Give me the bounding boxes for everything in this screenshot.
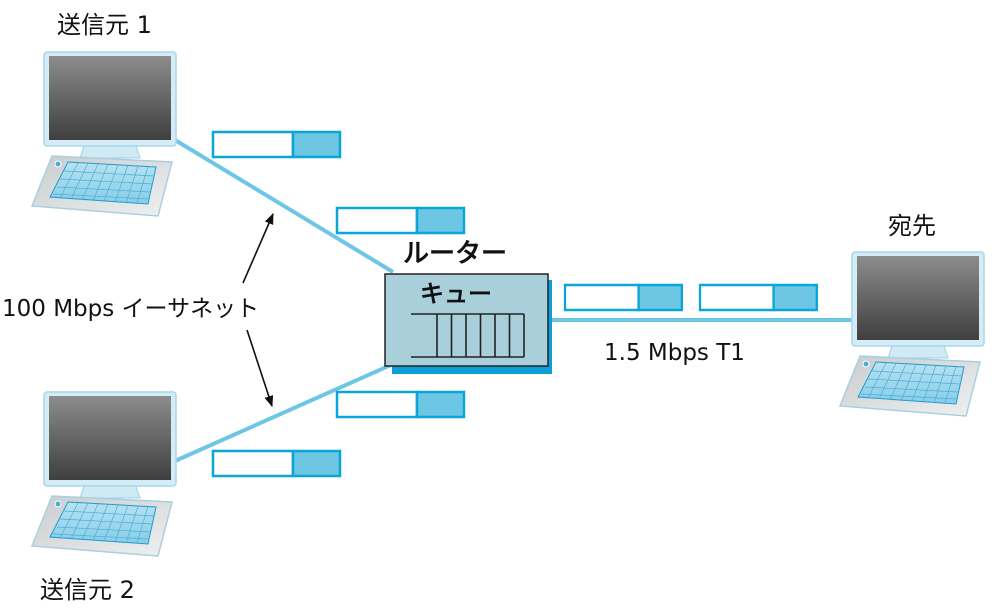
packet-t1-b xyxy=(698,283,819,312)
ethernet-arrow-down xyxy=(246,329,274,408)
sender1-computer xyxy=(31,51,177,217)
packet-sender1-b xyxy=(335,206,466,235)
packet-t1-a xyxy=(563,283,684,312)
packet-sender1-a xyxy=(211,130,342,159)
destination-computer xyxy=(839,251,985,417)
destination-label: 宛先 xyxy=(888,212,936,240)
router-title: ルーター xyxy=(403,239,507,269)
packet-sender2-a xyxy=(335,390,466,419)
ethernet-label: 100 Mbps イーサネット xyxy=(2,296,259,322)
sender2-computer xyxy=(31,391,177,557)
queue-label: キュー xyxy=(420,280,492,308)
ethernet-arrow-up xyxy=(242,212,274,284)
packet-sender2-b xyxy=(211,449,342,478)
sender2-label: 送信元 2 xyxy=(40,576,135,604)
ethernet-link-sender2 xyxy=(174,362,394,463)
queue-icon xyxy=(411,313,525,358)
router xyxy=(384,273,552,374)
ethernet-link-sender1 xyxy=(173,138,395,274)
sender1-label: 送信元 1 xyxy=(57,11,152,39)
t1-label: 1.5 Mbps T1 xyxy=(604,340,745,366)
